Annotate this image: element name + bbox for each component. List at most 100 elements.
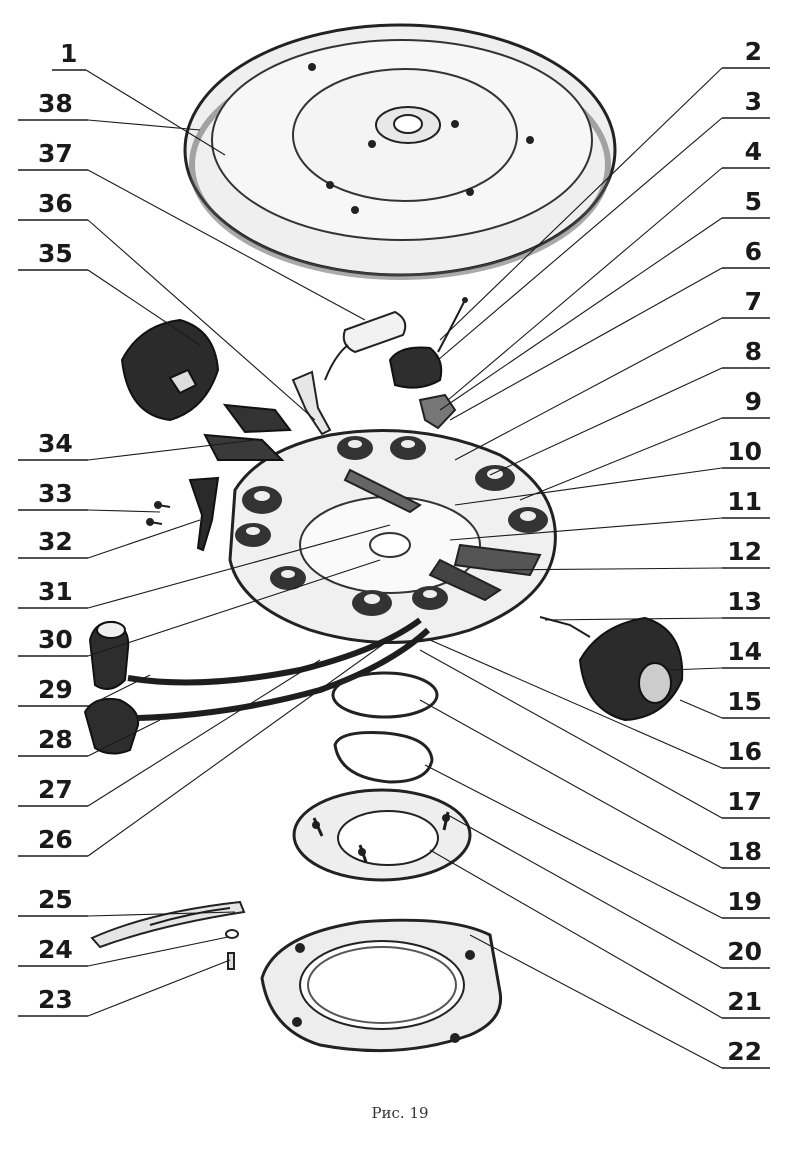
coil (235, 523, 271, 547)
callout-leader (87, 659, 321, 807)
coil (475, 465, 515, 491)
callout-label: 15 (727, 687, 762, 716)
callout-label: 2 (745, 37, 762, 66)
callout-label: 19 (727, 887, 762, 916)
callout-leader (87, 719, 161, 757)
callout-label: 36 (38, 189, 73, 218)
callout-leader (87, 519, 201, 559)
callout-label: 27 (38, 775, 73, 804)
callout-label: 5 (745, 187, 762, 216)
callout-label: 11 (727, 487, 762, 516)
callout-leader (87, 509, 161, 513)
callout-leader (667, 667, 723, 671)
callout-leader (489, 367, 723, 476)
callout-leader (439, 67, 723, 341)
callout-leader (87, 559, 381, 657)
coil (412, 586, 448, 610)
gasket (333, 731, 434, 784)
coil (508, 507, 548, 533)
screws (146, 501, 171, 526)
callout-leader (87, 439, 256, 461)
callout-leader (87, 674, 151, 707)
callout-label: 34 (38, 429, 73, 458)
callout-leader (87, 936, 229, 967)
callout-leader (424, 764, 723, 919)
callout-label: 29 (38, 675, 73, 704)
callout-leader (454, 317, 723, 461)
callout-label: 12 (727, 537, 762, 566)
callout-label: 22 (727, 1037, 762, 1066)
mounting-flange (292, 788, 472, 882)
callout-leader (489, 567, 723, 571)
callout-leader (439, 217, 723, 411)
callout-label: 8 (745, 337, 762, 366)
callout-leader (447, 814, 723, 969)
callout-label: 14 (727, 637, 762, 666)
spark-plug-cap-upper (88, 620, 130, 690)
callout-label: 28 (38, 725, 73, 754)
callout-leader (437, 117, 723, 361)
callout-label: 13 (727, 587, 762, 616)
callout-label: 21 (727, 987, 762, 1016)
washer (225, 929, 239, 939)
coil (352, 590, 392, 616)
contact-spring-set (203, 403, 292, 461)
callout-leader (87, 269, 201, 346)
callout-leader (447, 167, 723, 401)
rotor-block-left (120, 318, 220, 422)
callout-leader (419, 699, 723, 869)
callout-label: 20 (727, 937, 762, 966)
callout-label: 10 (727, 437, 762, 466)
callout-leader (87, 911, 236, 917)
callout-top: 1 (52, 39, 226, 156)
callout-leader (429, 639, 723, 769)
callout-leader (419, 649, 723, 819)
adjustment-plate (90, 900, 246, 949)
callout-label: 3 (745, 87, 762, 116)
flywheel (183, 23, 617, 280)
spark-plug-cap-lower (83, 697, 140, 755)
callout-label: 9 (745, 387, 762, 416)
callout-leader (87, 169, 366, 321)
rotor-block-right (578, 616, 684, 722)
callout-label: 18 (727, 837, 762, 866)
callout-label: 7 (745, 287, 762, 316)
o-ring (331, 671, 439, 719)
callout-leader (454, 467, 723, 506)
callout-label: 31 (38, 577, 73, 606)
callout-label: 37 (38, 139, 73, 168)
callout-label: 26 (38, 825, 73, 854)
callout-leader (449, 517, 723, 541)
callout-label: 35 (38, 239, 73, 268)
callout-label: 23 (38, 985, 73, 1014)
callout-leader (519, 417, 723, 501)
callout-label: 6 (745, 237, 762, 266)
callout-label: 1 (60, 39, 77, 68)
callout-label: 25 (38, 885, 73, 914)
callout-leader (87, 219, 316, 421)
callout-label: 16 (727, 737, 762, 766)
coil (390, 436, 426, 460)
capacitor (324, 310, 407, 381)
callout-leader (87, 524, 391, 609)
callout-label: 32 (38, 527, 73, 556)
callout-label: 30 (38, 625, 73, 654)
callout-leader (87, 119, 201, 131)
callout-leader (544, 617, 723, 621)
callout-leader (429, 849, 723, 1019)
callout-label: 33 (38, 479, 73, 508)
callout-label: 38 (38, 89, 73, 118)
figure-caption: Рис. 19 (371, 1104, 429, 1122)
callout-leader (679, 699, 723, 719)
coil (270, 566, 306, 590)
base-plate (260, 918, 503, 1053)
breaker-arm (418, 393, 457, 430)
callout-leader (449, 267, 723, 421)
coil (337, 436, 373, 460)
callout-label: 24 (38, 935, 73, 964)
ignition-coil (388, 297, 468, 389)
callout-leader (87, 624, 411, 857)
clip (188, 476, 220, 552)
